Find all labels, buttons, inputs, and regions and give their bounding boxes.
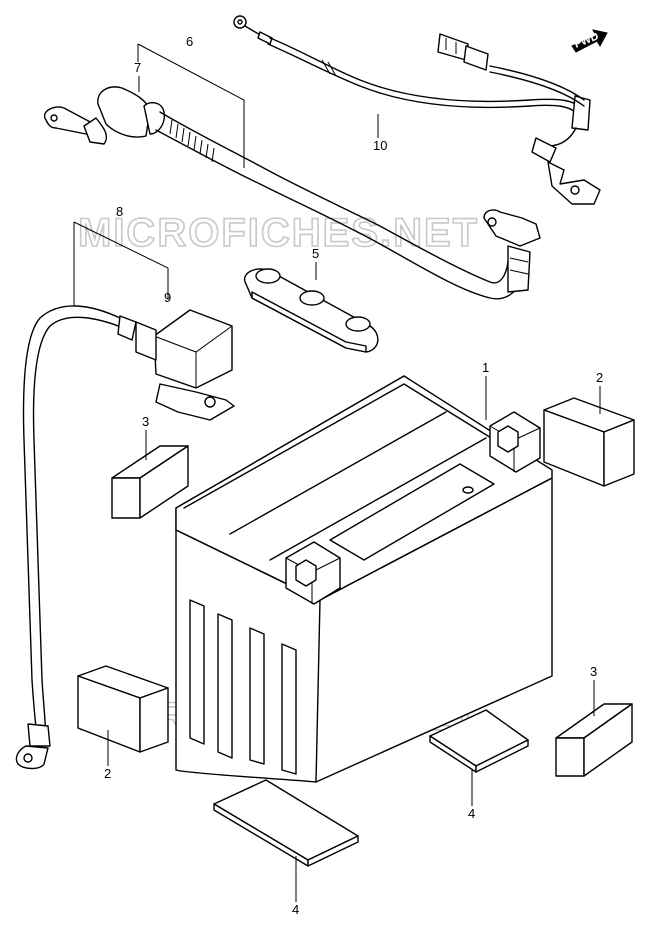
fwd-arrow-icon: FWD [571, 29, 608, 53]
plate-part-5 [243, 268, 379, 353]
terminal-cap-part-9 [135, 309, 235, 421]
callout-9: 9 [164, 290, 171, 305]
callout-1: 1 [482, 360, 489, 375]
callout-6: 6 [186, 34, 193, 49]
pad-part-2-right [543, 397, 635, 487]
long-cable-part-8 [15, 305, 137, 770]
pad-part-3-right [555, 703, 633, 777]
watermark-top: MICROFICHES.NET [78, 211, 479, 255]
sheet-part-4-right [429, 709, 529, 773]
callout-4-right: 4 [468, 806, 475, 821]
battery-part-1 [175, 375, 553, 783]
callout-3-right: 3 [590, 664, 597, 679]
pad-part-3-left [111, 445, 189, 519]
negative-cable-part-10 [233, 15, 601, 205]
svg-text:FWD: FWD [573, 30, 601, 51]
callout-10: 10 [373, 138, 387, 153]
callout-2-left: 2 [104, 766, 111, 781]
callout-5: 5 [312, 246, 319, 261]
pad-part-2-left [77, 665, 169, 753]
callout-7: 7 [134, 60, 141, 75]
sheet-part-4-bottom [213, 779, 359, 867]
callout-4-bottom: 4 [292, 902, 299, 917]
callout-3-left: 3 [142, 414, 149, 429]
callout-8: 8 [116, 204, 123, 219]
callout-2-right: 2 [596, 370, 603, 385]
positive-cable-part-6 [43, 86, 541, 300]
